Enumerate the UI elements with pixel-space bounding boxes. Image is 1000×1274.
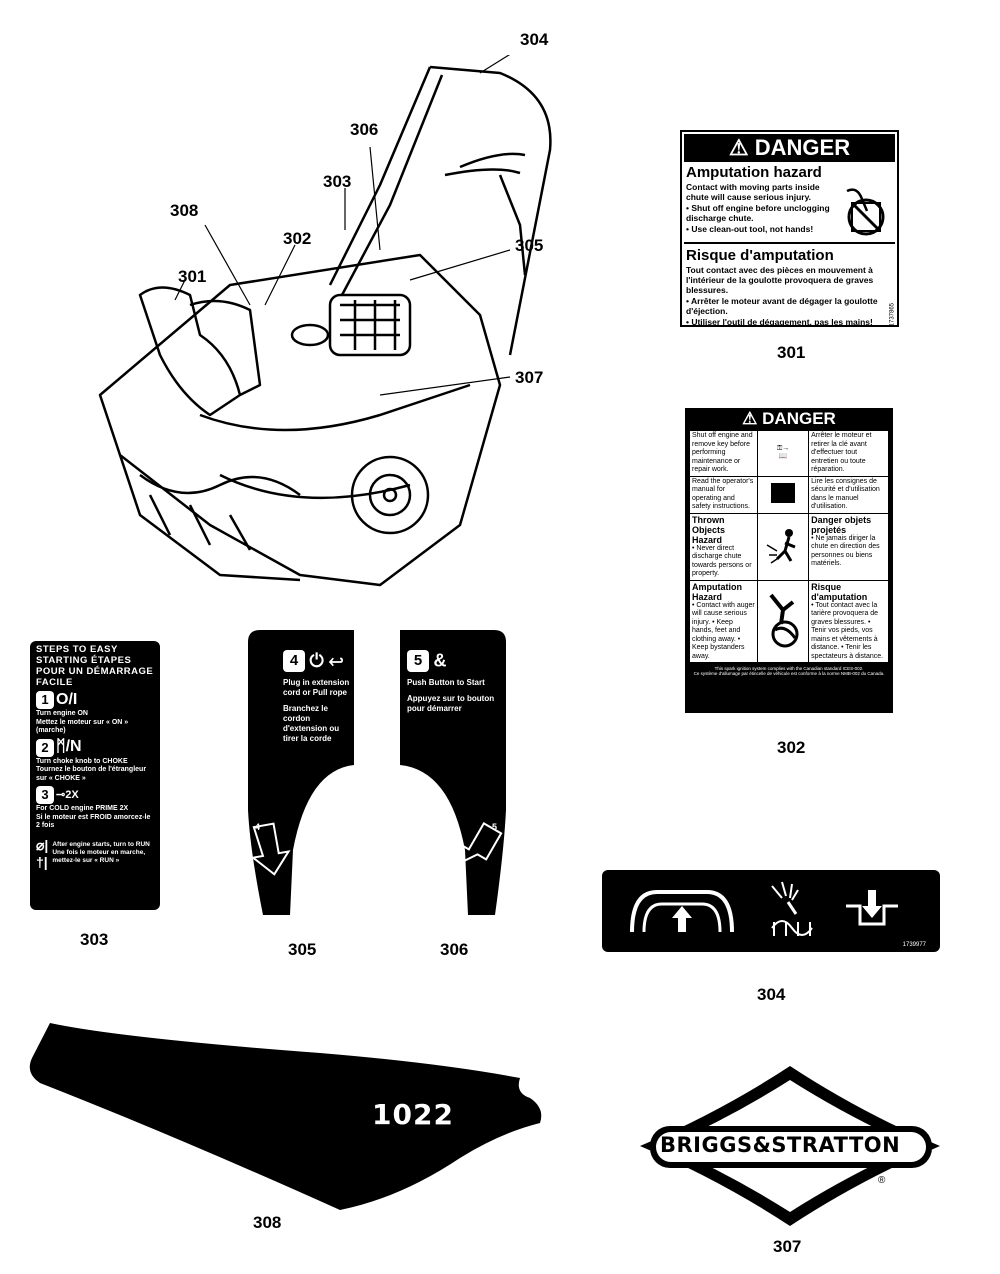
step-3-en: For COLD engine PRIME 2X	[36, 805, 129, 812]
r2-fr: Lire les consignes de sécurité et d'util…	[808, 475, 889, 514]
step-1-fr: Mettez le moteur sur « ON » (marche)	[36, 718, 129, 735]
auger-icon	[757, 579, 810, 663]
r3-fr: • Ne jamais diriger la chute en directio…	[811, 534, 880, 568]
label-306: 306	[440, 940, 469, 959]
label-304: 304	[757, 985, 786, 1004]
r4-fr-title: Risque d'amputation	[811, 581, 868, 602]
en-body: Contact with moving parts inside chute w…	[686, 182, 820, 202]
label-305: 305	[288, 940, 317, 959]
footer-en: This spark ignition system complies with…	[714, 666, 864, 671]
label-308: 308	[253, 1213, 282, 1232]
auger-spray-icon	[771, 881, 813, 936]
danger-header: ⚠ DANGER	[742, 409, 836, 428]
r3-en-title: Thrown Objects Hazard	[692, 514, 726, 545]
callout-305: 305	[515, 236, 544, 255]
hand-in-chute-icon	[846, 188, 885, 236]
decal-301-danger: ⚠ DANGER Amputation hazard Contact with …	[680, 130, 899, 327]
decal-308-shape	[29, 1023, 542, 1210]
manual-icon	[757, 475, 810, 514]
step-5-number: 5	[407, 650, 429, 672]
r1-fr: Arrêter le moteur et retirer la clé avan…	[808, 430, 889, 477]
decal-303-starting-steps: STEPS TO EASY STARTING ÉTAPES POUR UN DÉ…	[30, 641, 160, 910]
arrow-number-4: 4	[255, 822, 261, 832]
registered-mark: ®	[878, 1175, 886, 1186]
callout-306: 306	[350, 120, 379, 139]
part-code: 1737865	[889, 303, 895, 327]
step-4-en: Plug in extension cord or Pull rope	[283, 678, 350, 697]
r1-en: Shut off engine and remove key before pe…	[688, 430, 759, 477]
auger-housing	[98, 253, 502, 587]
callout-304: 304	[520, 30, 549, 49]
push-button-icon: &	[433, 650, 447, 671]
fr-bullet-1: • Arrêter le moteur avant de dégager la …	[686, 296, 878, 316]
brand-text: BRIGGS&STRATTON	[660, 1133, 901, 1157]
step-3-number: 3	[36, 786, 54, 804]
fr-title: Risque d'amputation	[686, 247, 834, 264]
label-301: 301	[777, 343, 806, 362]
warning-triangle-icon: ⚠	[742, 409, 763, 428]
footer-fr: Ce système d'allumage par étincelle de v…	[693, 671, 885, 676]
callout-301: 301	[178, 267, 207, 286]
step-2-number: 2	[36, 738, 54, 757]
step-1-number: 1	[36, 691, 54, 709]
wheel	[350, 455, 430, 535]
primer-icon: ⊸	[56, 789, 66, 802]
step-4: After engine starts, turn to RUN Une foi…	[52, 841, 150, 864]
decal-306-shape	[400, 630, 506, 915]
thrown-objects-icon	[757, 512, 810, 581]
callout-307: 307	[515, 368, 544, 387]
fr-bullet-2: • Utiliser l'outil de dégagement, pas le…	[686, 317, 873, 327]
r2-en: Read the operator's manual for operating…	[688, 475, 759, 514]
callout-302: 302	[283, 229, 312, 248]
arrow-number-5: 5	[492, 822, 498, 832]
part-code: 1739977	[902, 942, 926, 948]
decal-302-danger: ⚠ DANGER Shut off engine and remove key …	[685, 408, 893, 713]
on-off-icon: O/I	[56, 690, 78, 708]
danger-header: ⚠ DANGER	[684, 134, 895, 162]
step-4-number: 4	[283, 650, 305, 672]
danger-table: Shut off engine and remove key before pe…	[688, 430, 889, 663]
r3-en: • Never direct discharge chute towards p…	[692, 544, 752, 578]
step-2-fr: Tournez le bouton de l'étrangleur sur « …	[36, 766, 147, 782]
en-title: Amputation hazard	[686, 164, 822, 181]
snowthrower-illustration	[98, 55, 552, 587]
label-303: 303	[80, 930, 109, 949]
step-5-en: Push Button to Start	[407, 678, 485, 687]
en-bullet-1: • Shut off engine before unclogging disc…	[686, 203, 830, 223]
warning-triangle-icon: ⚠	[728, 135, 755, 160]
callout-308: 308	[170, 201, 199, 220]
push-down-icon	[846, 890, 898, 926]
handle-icon	[630, 890, 734, 933]
step-5-fr: Appuyez sur to bouton pour démarrer	[407, 694, 495, 713]
decal-305-shape	[248, 630, 354, 915]
label-307: 307	[773, 1237, 802, 1256]
step-2-en: Turn choke knob to CHOKE	[36, 757, 128, 765]
callout-303: 303	[323, 172, 352, 191]
step-1-en: Turn engine ON	[36, 710, 88, 717]
decal-304-controls: 1739977	[602, 870, 940, 952]
label-302: 302	[777, 738, 806, 757]
r3-fr-title: Danger objets projetés	[811, 514, 872, 535]
briggs-stratton-logo	[640, 1066, 940, 1226]
en-bullet-2: • Use clean-out tool, not hands!	[686, 224, 814, 234]
step-3-fr: Si le moteur est FROID amorcez-le 2 fois	[36, 813, 151, 830]
fr-body: Tout contact avec des pièces en mouvemen…	[686, 265, 874, 295]
steps-title: STEPS TO EASY STARTING ÉTAPES POUR UN DÉ…	[36, 644, 154, 688]
decal-305-content: 4 ⏻ ↩ Plug in extension cord or Pull rop…	[283, 650, 353, 744]
model-number: 1022	[372, 1098, 454, 1131]
r4-en: • Contact with auger will cause serious …	[692, 601, 755, 660]
discharge-chute	[138, 286, 242, 417]
throttle-icon: ⌀|†|	[36, 836, 49, 870]
choke-icon: ᛗ/N	[56, 738, 82, 756]
step-4-fr: Branchez le cordon d'extension ou tirer …	[283, 704, 340, 743]
key-icon: ⚿→📖	[757, 430, 810, 477]
r4-en-title: Amputation Hazard	[692, 581, 742, 602]
engine-block	[328, 293, 412, 357]
handle-bar	[328, 65, 552, 356]
decal-306-content: 5 & Push Button to Start Appuyez sur to …	[407, 650, 497, 714]
plug-icon: ⏻ ↩	[309, 650, 344, 671]
r4-fr: • Tout contact avec la tarière provoquer…	[811, 601, 884, 660]
